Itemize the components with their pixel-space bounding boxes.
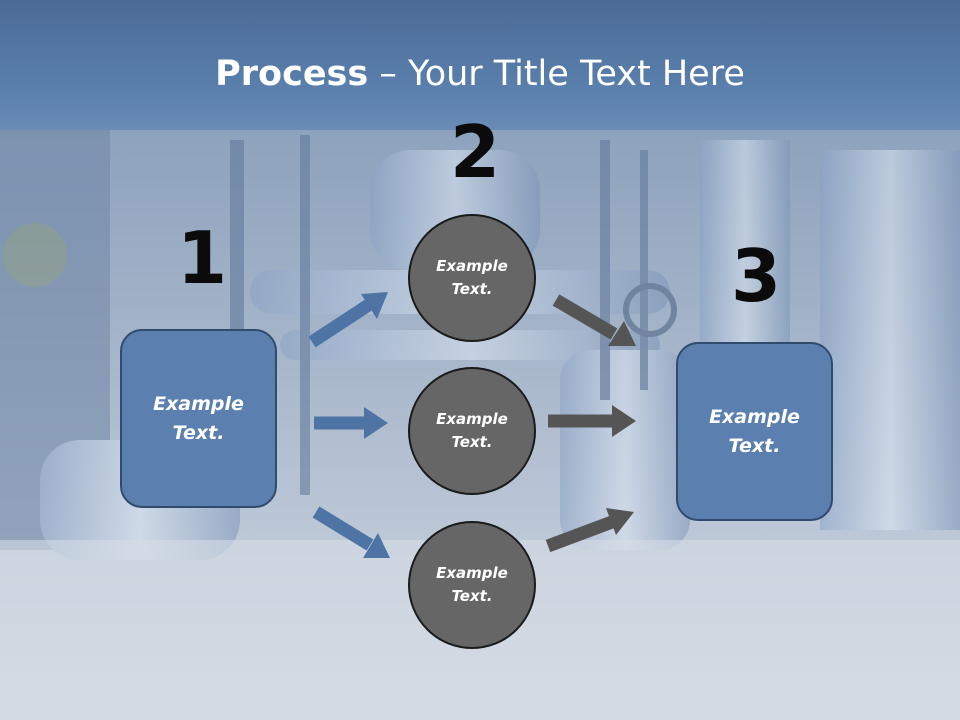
circle-middle: Example Text.	[408, 367, 536, 495]
title-bold: Process	[215, 54, 369, 94]
gray-arrow-down	[552, 294, 636, 346]
right-box: Example Text.	[676, 342, 833, 521]
gray-arrow-up	[545, 508, 634, 553]
right-box-text: Example Text.	[709, 405, 800, 457]
blue-arrow-up	[308, 292, 388, 348]
step-number-2: 2	[450, 110, 501, 194]
gray-arrow-right	[548, 405, 636, 437]
title-rest: – Your Title Text Here	[368, 54, 745, 94]
slide-title: Process – Your Title Text Here	[0, 52, 960, 96]
step-number-3: 3	[731, 234, 782, 318]
step-number-1: 1	[177, 216, 228, 300]
circle-bottom: Example Text.	[408, 521, 536, 649]
title-bar	[0, 0, 960, 130]
blue-arrow-down	[312, 506, 390, 558]
circle-top: Example Text.	[408, 214, 536, 342]
blue-arrow-right	[314, 407, 388, 439]
circle-middle-text: Example Text.	[436, 410, 508, 451]
circle-bottom-text: Example Text.	[436, 564, 508, 605]
left-box-text: Example Text.	[153, 392, 244, 444]
left-box: Example Text.	[120, 329, 277, 508]
circle-top-text: Example Text.	[436, 257, 508, 298]
